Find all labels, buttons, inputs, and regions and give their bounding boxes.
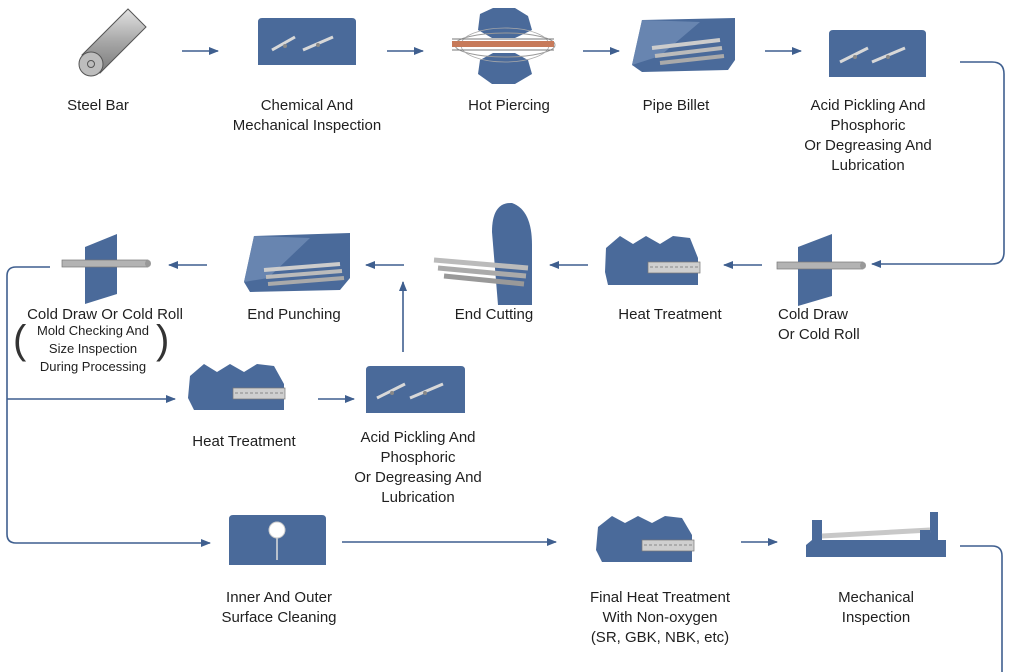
heat-treatment-icon [605, 236, 701, 285]
inspection-box-icon [258, 18, 356, 65]
label-end-cutting: End Cutting [454, 306, 534, 323]
pipe-billet-icon [632, 18, 735, 72]
mechanical-inspection-icon [806, 512, 946, 557]
label-cold-draw-2: Cold Draw Or Cold Roll [27, 306, 183, 323]
label-steel-bar: Steel Bar [67, 97, 129, 114]
label-pipe-billet: Pipe Billet [642, 97, 710, 114]
steel-bar-icon [78, 8, 147, 77]
end-cutting-icon [433, 202, 532, 305]
connector-right-bottom [960, 545, 1003, 672]
hot-piercing-icon [452, 8, 556, 84]
label-acid-pickling-2: Acid Pickling And Phosphoric Or Degreasi… [354, 429, 482, 506]
heat-treatment-icon-3 [596, 516, 695, 562]
paren-open: ( [13, 318, 27, 362]
label-final-heat-treatment: Final Heat Treatment With Non-oxygen (SR… [589, 589, 731, 646]
cold-draw-icon [776, 234, 866, 306]
heat-treatment-icon-2 [188, 364, 286, 410]
flow-arrows [6, 47, 1005, 672]
connector-left [6, 266, 211, 547]
label-cold-draw-1: Cold Draw Or Cold Roll [778, 306, 860, 343]
cold-draw-icon-2 [61, 234, 151, 304]
label-hot-piercing: Hot Piercing [468, 97, 550, 114]
label-heat-treatment-2: Heat Treatment [192, 433, 296, 450]
label-end-punching: End Punching [247, 306, 341, 323]
label-mold-checking: Mold Checking And Size Inspection During… [36, 323, 149, 374]
connector-right-top [871, 61, 1005, 268]
end-punching-icon [244, 233, 350, 292]
surface-cleaning-icon [229, 515, 326, 565]
acid-pickling-icon-2 [366, 366, 465, 413]
label-chemical-inspection: Chemical And Mechanical Inspection [232, 97, 382, 134]
label-surface-cleaning: Inner And Outer Surface Cleaning [221, 589, 337, 626]
acid-pickling-icon [829, 30, 926, 77]
label-heat-treatment-1: Heat Treatment [618, 306, 722, 323]
paren-close: ) [156, 318, 170, 362]
label-acid-pickling-1: Acid Pickling And Phosphoric Or Degreasi… [804, 97, 932, 174]
label-mechanical-inspection: Mechanical Inspection [838, 589, 914, 626]
